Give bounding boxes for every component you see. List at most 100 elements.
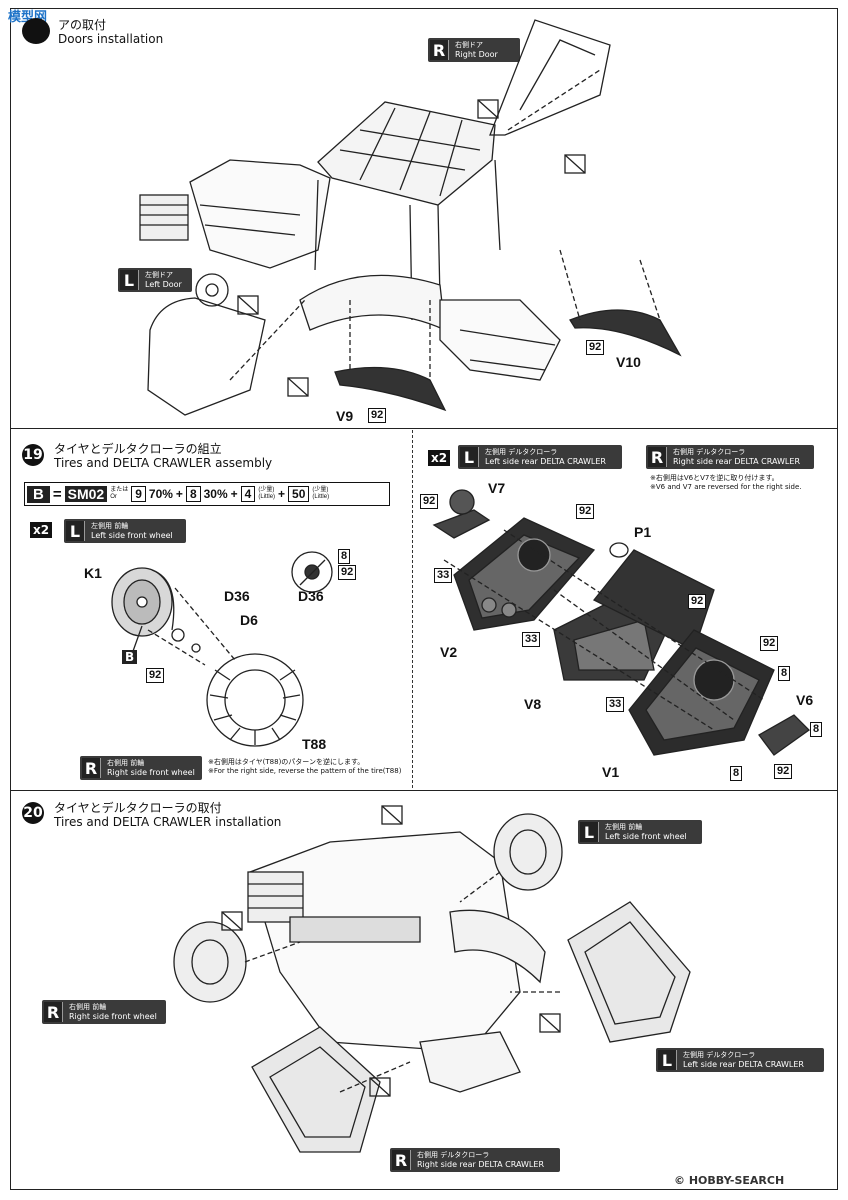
formula-or-en: Or xyxy=(110,494,117,500)
part-33-a: 33 xyxy=(434,568,453,583)
part-v7: V7 xyxy=(488,480,506,496)
tag-jp: 右側ドア xyxy=(455,41,483,49)
watermark-hobby-search: © HOBBY-SEARCH xyxy=(674,1174,784,1187)
copyright-symbol: © xyxy=(674,1174,685,1187)
step20-number-badge: 20 xyxy=(22,802,44,824)
formula-plus2: + xyxy=(230,487,238,501)
tag-en: Right side rear DELTA CRAWLER xyxy=(673,457,800,466)
tag-jp: 右側用 前輪 xyxy=(69,1003,107,1011)
section-divider-top xyxy=(10,428,838,429)
tag-letter: R xyxy=(44,1002,63,1022)
formula-or-jp: または xyxy=(110,487,129,493)
part-v2: V2 xyxy=(440,644,458,660)
part-92-a: 92 xyxy=(420,494,439,509)
step19-number-badge: 19 xyxy=(22,444,44,466)
formula-c9: 9 xyxy=(131,486,146,502)
tag-en: Right side rear DELTA CRAWLER xyxy=(417,1160,544,1169)
part-8-detail: 8 xyxy=(338,549,351,564)
tag-letter: R xyxy=(648,447,667,467)
part-v9: V9 xyxy=(336,408,354,424)
tag-jp: 左側用 デルタクローラ xyxy=(683,1051,756,1059)
tag-letter: R xyxy=(430,40,449,60)
formula-sm02: SM02 xyxy=(64,486,108,502)
tag-jp: 左側用 前輪 xyxy=(91,522,129,530)
tag-en: Right side front wheel xyxy=(69,1012,157,1021)
tag-en: Left side rear DELTA CRAWLER xyxy=(485,457,606,466)
part-92-v10: 92 xyxy=(586,340,605,355)
tag-letter: L xyxy=(580,822,599,842)
part-d36: D36 xyxy=(224,588,250,604)
formula-c8: 8 xyxy=(185,486,201,502)
little-jp: (少量) xyxy=(258,487,275,493)
formula-p8: 30% xyxy=(203,487,228,501)
tag-jp: 右側用 デルタクローラ xyxy=(673,448,746,456)
formula-eq: = xyxy=(52,485,62,503)
step18-tractor-drawing xyxy=(139,19,682,416)
formula-b: B xyxy=(27,485,50,503)
part-v6: V6 xyxy=(796,692,814,708)
formula-c50: 50 xyxy=(288,486,310,502)
part-k1: K1 xyxy=(84,565,102,581)
tag-jp: 右側用 前輪 xyxy=(107,759,145,767)
wheel-note: ※右側用はタイヤ(T88)のパターンを逆にします。 ※For the right… xyxy=(208,758,401,776)
step19-crawler-drawing xyxy=(432,489,811,756)
step19-column-divider xyxy=(412,430,413,788)
part-8-c: 8 xyxy=(730,766,743,781)
part-d6: D6 xyxy=(240,612,258,628)
step20-title-jp: タイヤとデルタクローラの取付 xyxy=(54,801,222,815)
part-33-c: 33 xyxy=(606,697,625,712)
part-92-wheel: 92 xyxy=(146,668,165,683)
formula-plus1: + xyxy=(175,487,183,501)
tag-letter: L xyxy=(120,270,139,290)
tag-en: Right side front wheel xyxy=(107,768,195,777)
part-v8: V8 xyxy=(524,696,542,712)
tag-en: Left side front wheel xyxy=(91,531,173,540)
x2-badge-crawler: x2 xyxy=(428,450,451,466)
step19-wheel-drawing xyxy=(111,551,333,747)
part-b-color: B xyxy=(122,650,138,664)
watermark-text: HOBBY-SEARCH xyxy=(688,1174,785,1187)
step19-title-jp: タイヤとデルタクローラの組立 xyxy=(54,442,222,456)
tag-letter: R xyxy=(392,1150,411,1170)
part-92-d: 92 xyxy=(760,636,779,651)
part-v10: V10 xyxy=(616,354,641,370)
part-33-b: 33 xyxy=(522,632,541,647)
tag-jp: 左側用 デルタクローラ xyxy=(485,448,558,456)
part-p1: P1 xyxy=(634,524,652,540)
formula-plus3: + xyxy=(278,487,286,501)
crawler-note-jp: ※右側用はV6とV7を逆に取り付けます。 xyxy=(650,474,779,482)
part-v1: V1 xyxy=(602,764,620,780)
step20-tractor-drawing xyxy=(173,805,691,1153)
part-92-b: 92 xyxy=(576,504,595,519)
little-en: (Little) xyxy=(258,494,276,500)
tag-jp: 左側ドア xyxy=(145,271,173,279)
crawler-note: ※右側用はV6とV7を逆に取り付けます。 ※V6 and V7 are reve… xyxy=(650,474,802,492)
formula-p9: 70% xyxy=(148,487,173,501)
tag-en: Left side rear DELTA CRAWLER xyxy=(683,1060,804,1069)
part-92-detail: 92 xyxy=(338,565,357,580)
little-jp-2: (少量) xyxy=(312,487,329,493)
section-divider-bottom xyxy=(10,790,838,791)
tag-en: Left side front wheel xyxy=(605,832,687,841)
wheel-note-jp: ※右側用はタイヤ(T88)のパターンを逆にします。 xyxy=(208,758,365,766)
tag-letter: L xyxy=(460,447,479,467)
step18-number-badge xyxy=(22,18,50,44)
x2-badge-wheel: x2 xyxy=(30,522,53,538)
tag-jp: 左側用 前輪 xyxy=(605,823,643,831)
step20-title-en: Tires and DELTA CRAWLER installation xyxy=(54,815,282,829)
step18-title-en: Doors installation xyxy=(58,32,164,46)
step19-title-en: Tires and DELTA CRAWLER assembly xyxy=(54,456,273,470)
tag-letter: L xyxy=(658,1050,677,1070)
tag-en: Right Door xyxy=(455,50,498,59)
tag-jp: 右側用 デルタクローラ xyxy=(417,1151,490,1159)
crawler-note-en: ※V6 and V7 are reversed for the right si… xyxy=(650,483,802,491)
